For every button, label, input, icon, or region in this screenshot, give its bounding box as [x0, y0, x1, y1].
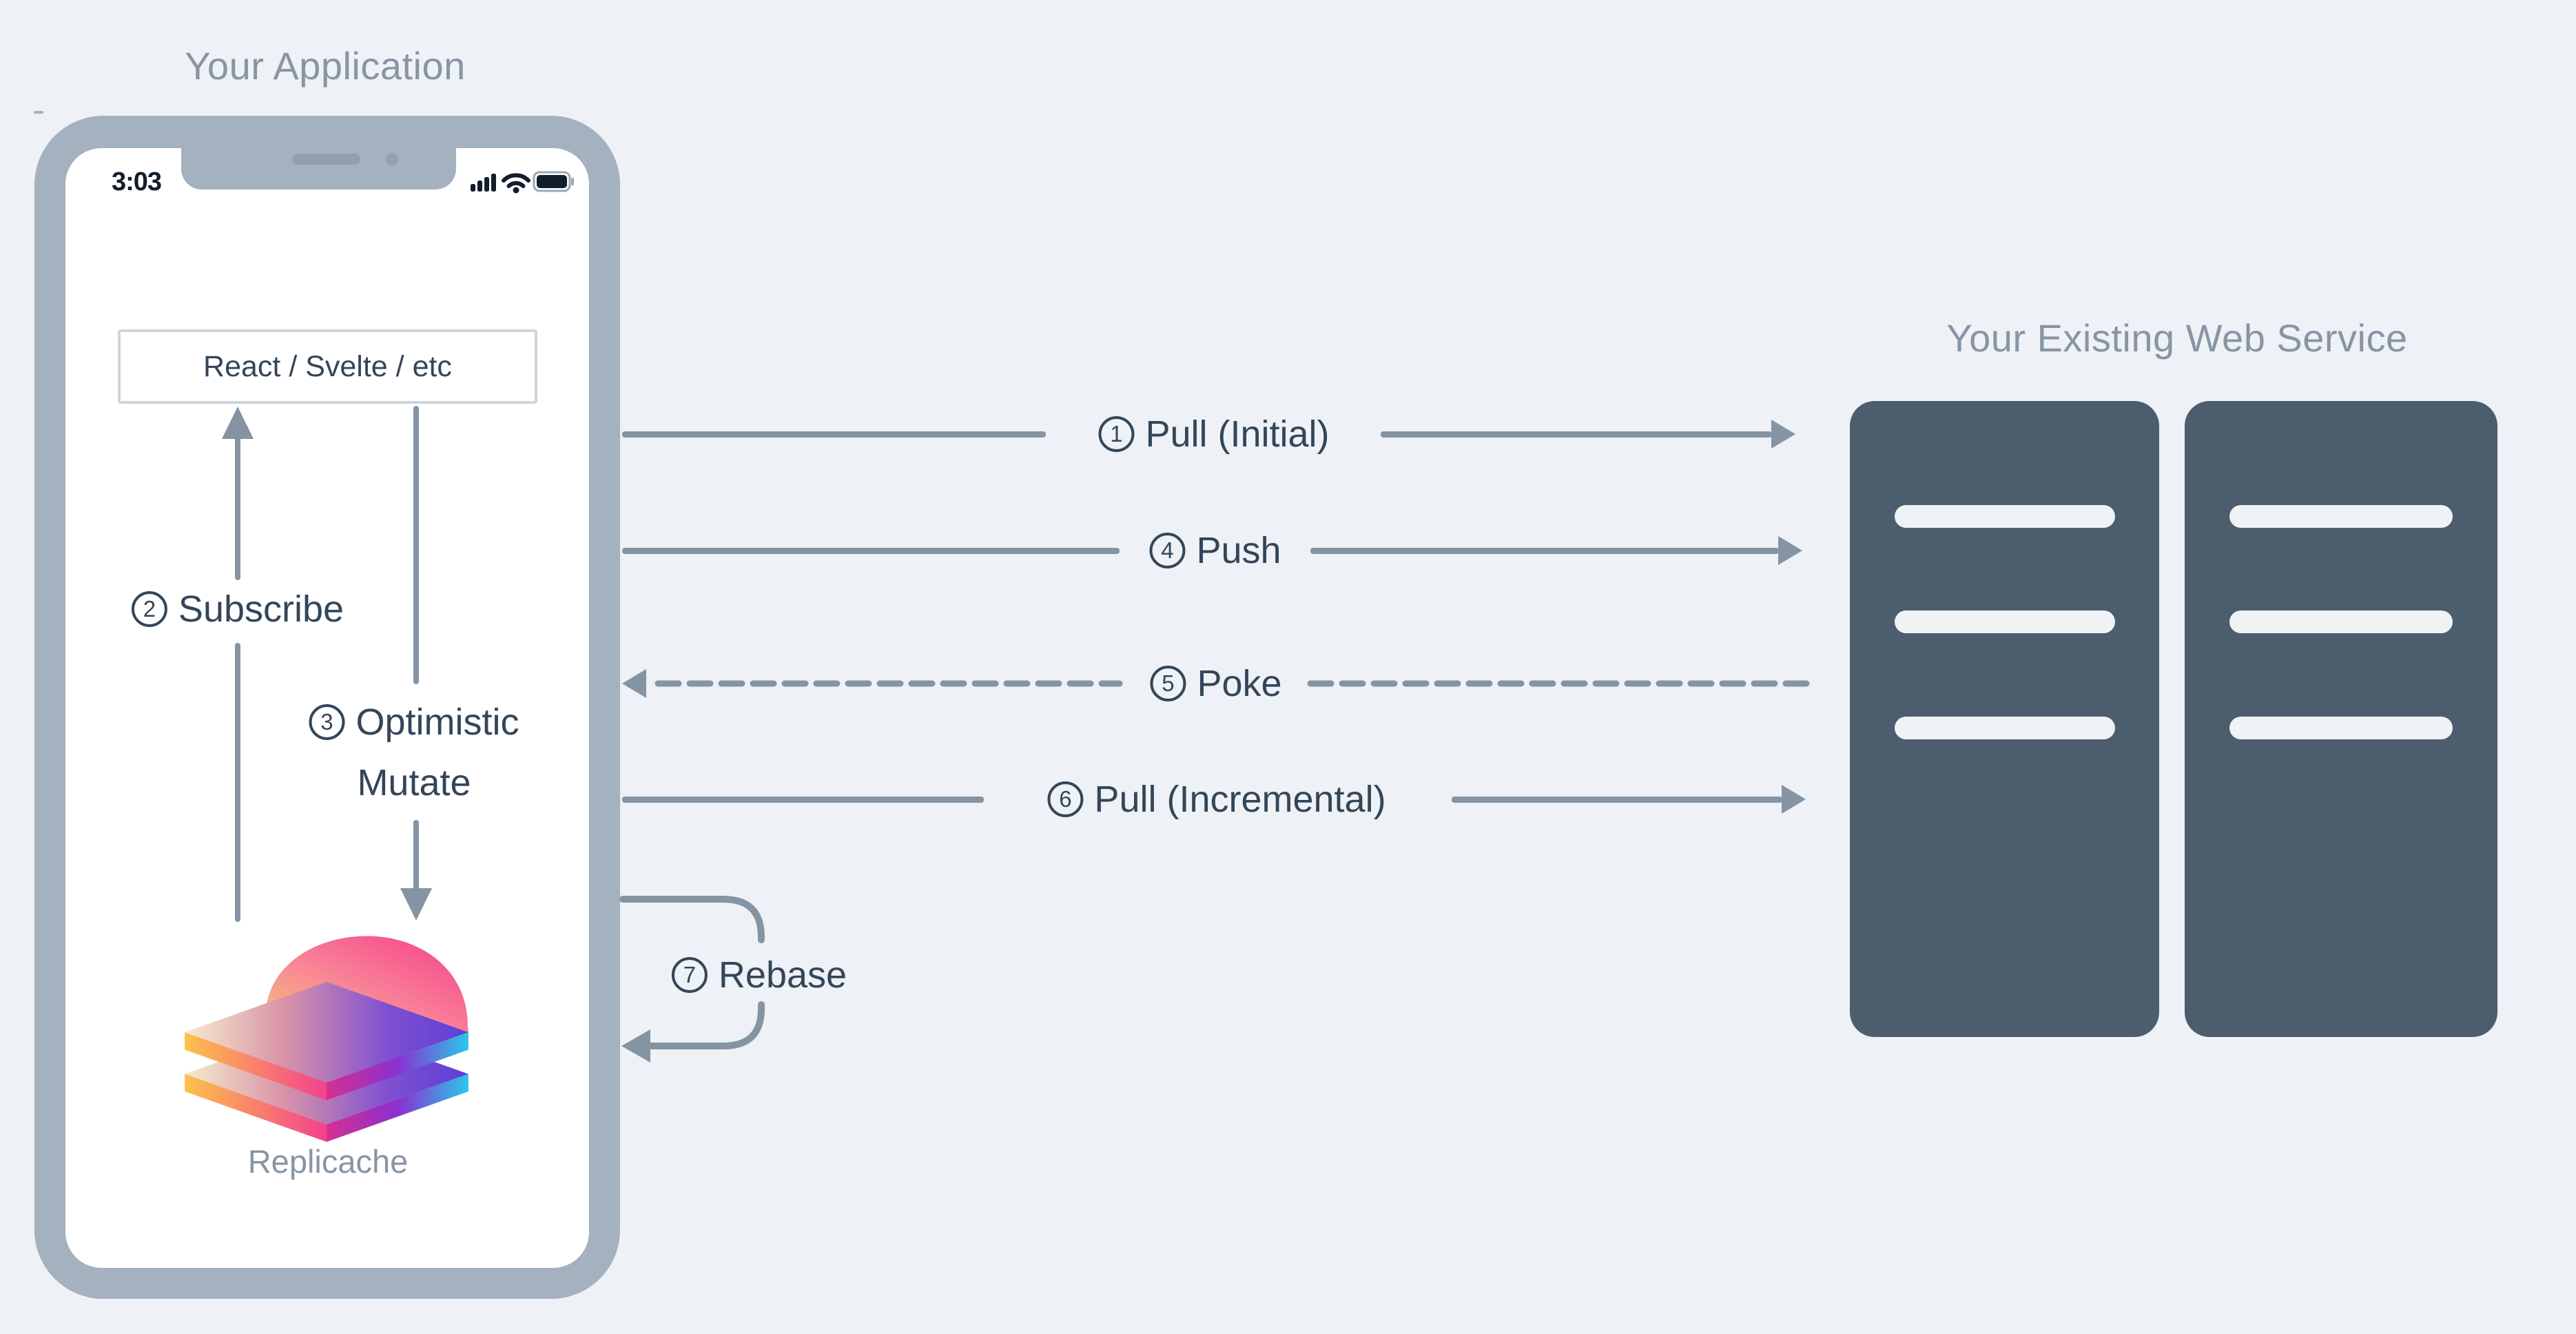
mutate-line-upper — [413, 406, 419, 684]
status-bar-icons — [471, 171, 574, 194]
pull-initial-arrowhead-icon — [1771, 420, 1795, 449]
web-service-title: Your Existing Web Service — [1946, 316, 2408, 360]
signal-icon — [471, 174, 496, 192]
subscribe-arrowhead-up-icon — [222, 407, 254, 439]
push-line-left — [622, 548, 1120, 554]
mutate-arrowhead-down-icon — [400, 888, 432, 921]
framework-box: React / Svelte / etc — [118, 329, 537, 404]
flow-label-text: Mutate — [357, 762, 471, 803]
server-slot — [2229, 717, 2453, 739]
flow-label-text: Pull (Incremental) — [1094, 779, 1386, 820]
push-line-right — [1310, 548, 1779, 554]
server-slot — [2229, 610, 2453, 633]
pull-initial-line-right — [1381, 431, 1772, 438]
circled-number-6: 6 — [1047, 781, 1084, 817]
flow-label-rebase: 7 Rebase — [671, 954, 847, 996]
server-slot — [1895, 505, 2115, 528]
push-arrowhead-icon — [1778, 536, 1802, 565]
application-title: Your Application — [185, 44, 466, 88]
poke-dashed-line — [655, 680, 1817, 687]
flow-label-subscribe: 2 Subscribe — [131, 588, 344, 630]
pull-incremental-line-left — [622, 797, 984, 803]
server-slot — [1895, 610, 2115, 633]
pull-initial-line-left — [622, 431, 1046, 438]
circled-number-5: 5 — [1150, 666, 1186, 701]
flow-label-optimistic-mutate: 3 Optimistic Mutate — [309, 701, 519, 804]
circled-number-3: 3 — [309, 704, 345, 740]
flow-label-pull-initial: 1 Pull (Initial) — [1098, 413, 1330, 455]
flow-label-text: Poke — [1197, 663, 1282, 704]
subscribe-line-upper — [235, 437, 240, 580]
small-dash-mark — [34, 111, 43, 114]
wifi-icon — [502, 173, 530, 194]
circled-number-1: 1 — [1098, 416, 1135, 452]
subscribe-line-lower — [235, 643, 240, 922]
battery-icon — [533, 171, 574, 192]
mutate-line-lower — [413, 820, 419, 890]
flow-label-text: Push — [1196, 530, 1281, 571]
flow-label-push: 4 Push — [1149, 529, 1281, 572]
replicache-logo — [185, 936, 468, 1142]
flow-label-poke: 5 Poke — [1150, 662, 1282, 705]
rebase-arrowhead-icon — [621, 1029, 650, 1063]
pull-incremental-arrowhead-icon — [1782, 785, 1806, 814]
circled-number-4: 4 — [1149, 533, 1186, 568]
server-slot — [1895, 717, 2115, 739]
circled-number-2: 2 — [131, 591, 167, 627]
flow-label-text: Pull (Initial) — [1145, 413, 1330, 455]
flow-label-text: Optimistic — [356, 701, 519, 743]
pull-incremental-line-right — [1452, 797, 1782, 803]
server-slot — [2229, 505, 2453, 528]
flow-label-pull-incremental: 6 Pull (Incremental) — [1047, 778, 1386, 821]
phone-camera-icon — [386, 153, 398, 165]
replicache-label: Replicache — [247, 1143, 409, 1180]
status-bar-time: 3:03 — [112, 167, 162, 196]
circled-number-7: 7 — [671, 957, 708, 993]
flow-label-text: Subscribe — [178, 588, 344, 630]
phone-speaker-icon — [292, 154, 360, 165]
flow-label-text: Rebase — [718, 954, 847, 996]
poke-arrowhead-icon — [622, 669, 646, 698]
rebase-loop-arrow — [619, 896, 765, 1063]
